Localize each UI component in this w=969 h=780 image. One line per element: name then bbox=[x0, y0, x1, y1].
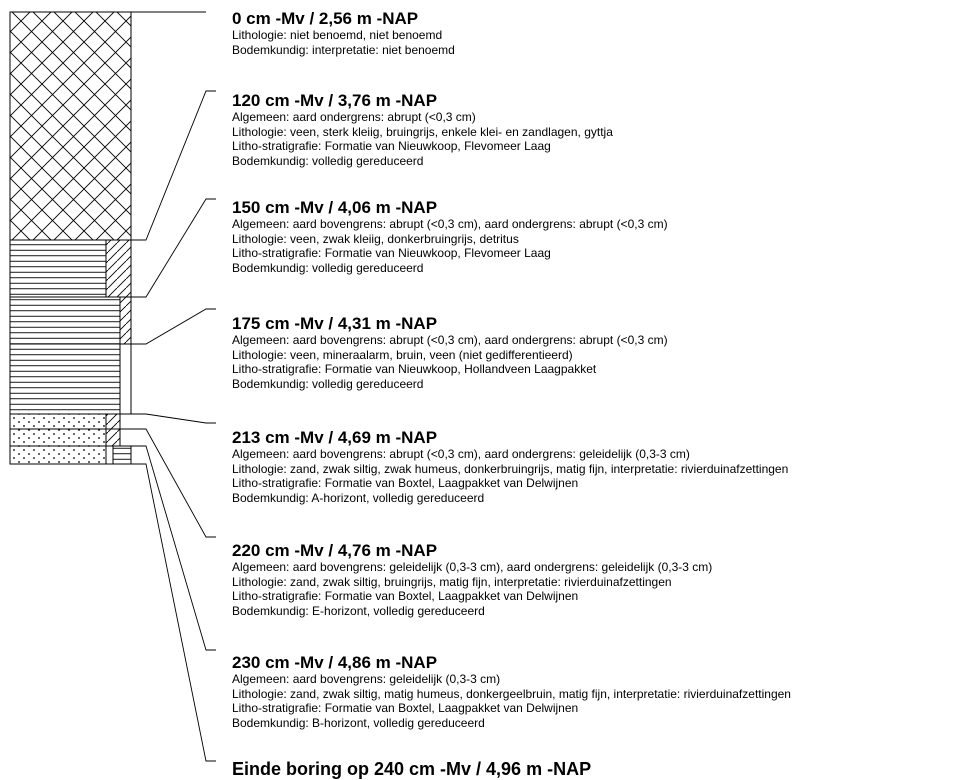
layer-description-6: 220 cm -Mv / 4,76 m -NAP Algemeen: aard … bbox=[232, 541, 967, 618]
layer-detail-line: Litho-stratigrafie: Formatie van Boxtel,… bbox=[232, 589, 579, 604]
layer-detail-line: Lithologie: zand, zwak siltig, matig hum… bbox=[232, 686, 791, 701]
layer-detail-line: Bodemkundig: volledig gereduceerd bbox=[232, 260, 424, 275]
layer-detail-line: Litho-stratigrafie: Formatie van Nieuwko… bbox=[232, 139, 551, 154]
layer-detail-line: Algemeen: aard bovengrens: geleidelijk (… bbox=[232, 672, 501, 686]
layer-depth-title: 0 cm -Mv / 2,56 m -NAP bbox=[232, 9, 419, 28]
layer-detail-line: Bodemkundig: interpretatie: niet benoemd bbox=[232, 42, 455, 57]
layer-1-fill bbox=[10, 12, 131, 240]
leader-line-5 bbox=[120, 413, 216, 424]
layer-detail-line: Algemeen: aard bovengrens: abrupt (<0,3 … bbox=[232, 447, 690, 461]
layer-description-3: 150 cm -Mv / 4,06 m -NAP Algemeen: aard … bbox=[232, 198, 967, 275]
layer-description-5: 213 cm -Mv / 4,69 m -NAP Algemeen: aard … bbox=[232, 428, 967, 505]
leader-line-end bbox=[131, 463, 216, 762]
layer-7-lithology-fill bbox=[10, 446, 106, 464]
layer-depth-title: 230 cm -Mv / 4,86 m -NAP bbox=[232, 653, 438, 672]
leader-line-6 bbox=[120, 428, 216, 538]
layer-detail-line: Algemeen: aard bovengrens: geleidelijk (… bbox=[232, 560, 713, 574]
layer-3-admixture-fill bbox=[120, 297, 131, 344]
layer-depth-title: 150 cm -Mv / 4,06 m -NAP bbox=[232, 198, 438, 217]
layer-detail-line: Lithologie: veen, zwak kleiig, donkerbru… bbox=[232, 231, 519, 246]
layer-7-admixture-fill bbox=[113, 446, 131, 464]
layer-6-lithology-fill bbox=[10, 429, 106, 446]
layer-detail-line: Bodemkundig: A-horizont, volledig geredu… bbox=[232, 490, 485, 505]
layer-depth-title: 120 cm -Mv / 3,76 m -NAP bbox=[232, 91, 438, 110]
leader-line-3 bbox=[131, 198, 216, 298]
layer-5-admixture-fill bbox=[106, 414, 120, 429]
layer-depth-title: 175 cm -Mv / 4,31 m -NAP bbox=[232, 314, 438, 333]
layer-4-lithology-fill bbox=[10, 344, 120, 414]
layer-detail-line: Litho-stratigrafie: Formatie van Boxtel,… bbox=[232, 701, 579, 716]
leader-line-4 bbox=[131, 308, 216, 345]
layer-7-outline bbox=[9, 445, 132, 465]
layer-2-admixture-fill bbox=[106, 240, 131, 297]
layer-detail-line: Lithologie: veen, sterk kleiig, bruingri… bbox=[232, 124, 613, 139]
layer-detail-line: Algemeen: aard bovengrens: abrupt (<0,3 … bbox=[232, 333, 668, 347]
layer-detail-line: Lithologie: niet benoemd, niet benoemd bbox=[232, 28, 443, 42]
layer-6-admixture-fill bbox=[106, 429, 120, 446]
layer-3-lithology-fill bbox=[10, 297, 120, 344]
leader-line-2 bbox=[131, 90, 216, 241]
layer-detail-line: Litho-stratigrafie: Formatie van Nieuwko… bbox=[232, 362, 597, 377]
layer-description-1: 0 cm -Mv / 2,56 m -NAP Lithologie: niet … bbox=[232, 9, 967, 57]
layer-description-4: 175 cm -Mv / 4,31 m -NAP Algemeen: aard … bbox=[232, 314, 967, 391]
end-of-boring-label: Einde boring op 240 cm -Mv / 4,96 m -NAP bbox=[232, 759, 592, 779]
layer-detail-line: Litho-stratigrafie: Formatie van Boxtel,… bbox=[232, 476, 579, 491]
layer-detail-line: Lithologie: veen, mineraalarm, bruin, ve… bbox=[232, 347, 573, 362]
leader-line-7 bbox=[131, 445, 216, 651]
layer-detail-line: Litho-stratigrafie: Formatie van Nieuwko… bbox=[232, 246, 551, 261]
layer-detail-line: Lithologie: zand, zwak siltig, zwak hume… bbox=[232, 461, 789, 476]
layer-description-7: 230 cm -Mv / 4,86 m -NAP Algemeen: aard … bbox=[232, 653, 967, 730]
layer-detail-line: Lithologie: zand, zwak siltig, bruingrij… bbox=[232, 574, 672, 589]
layer-detail-line: Bodemkundig: B-horizont, volledig geredu… bbox=[232, 715, 485, 730]
layer-depth-title: 213 cm -Mv / 4,69 m -NAP bbox=[232, 428, 438, 447]
layer-detail-line: Algemeen: aard bovengrens: abrupt (<0,3 … bbox=[232, 217, 668, 231]
layer-description-2: 120 cm -Mv / 3,76 m -NAP Algemeen: aard … bbox=[232, 91, 967, 168]
layer-5-lithology-fill bbox=[10, 414, 106, 429]
layer-detail-line: Bodemkundig: volledig gereduceerd bbox=[232, 376, 424, 391]
layer-detail-line: Algemeen: aard ondergrens: abrupt (<0,3 … bbox=[232, 110, 476, 124]
layer-2-lithology-fill bbox=[10, 240, 106, 297]
layer-depth-title: 220 cm -Mv / 4,76 m -NAP bbox=[232, 541, 438, 560]
layer-detail-line: Bodemkundig: volledig gereduceerd bbox=[232, 153, 424, 168]
layer-detail-line: Bodemkundig: E-horizont, volledig geredu… bbox=[232, 603, 485, 618]
